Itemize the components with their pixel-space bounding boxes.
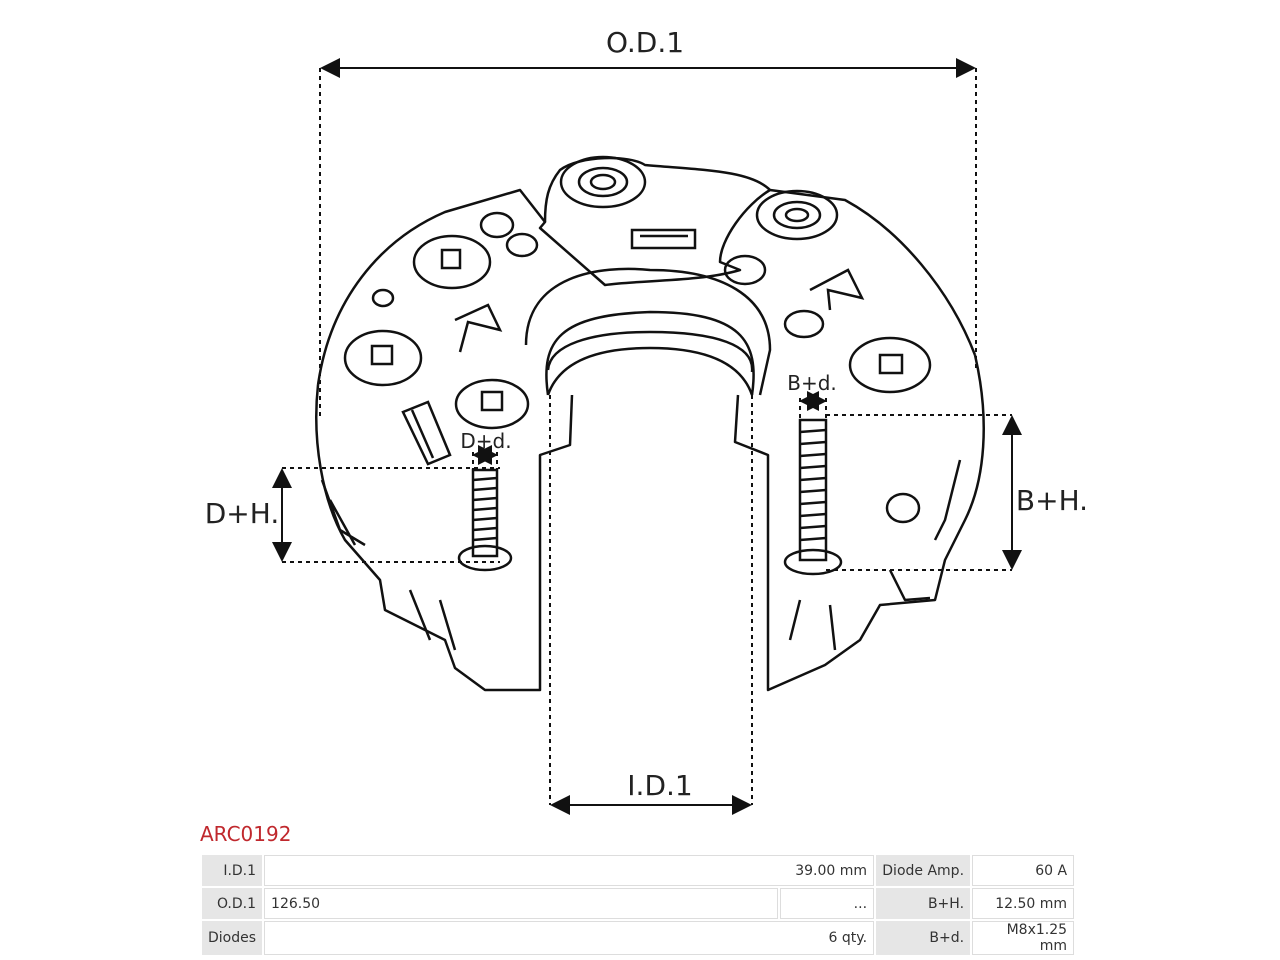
label-dh: D+H. <box>205 497 279 530</box>
spec-value: 60 A <box>972 855 1075 886</box>
label-bd: B+d. <box>787 371 837 395</box>
spec-label: I.D.1 <box>202 855 263 886</box>
spec-value: M8x1.25 mm <box>972 921 1075 955</box>
mounting-holes <box>371 211 921 524</box>
diode-symbols <box>401 268 865 466</box>
dimension-lines <box>282 68 1012 805</box>
terminal-top-left <box>559 155 647 209</box>
rectifier-body <box>315 156 985 692</box>
spec-label: Diodes <box>202 921 263 955</box>
spec-value: 39.00 mm <box>264 855 875 886</box>
spec-table: I.D.1 39.00 mm Diode Amp. 60 A O.D.1 126… <box>200 853 1076 957</box>
spec-value: 6 qty. <box>264 921 875 955</box>
part-code: ARC0192 <box>200 822 292 846</box>
dimension-arrows <box>272 58 1022 815</box>
spec-value: 12.50 mm <box>972 888 1075 919</box>
spec-label: Diode Amp. <box>876 855 971 886</box>
table-row: O.D.1 126.50 ... B+H. 12.50 mm <box>202 888 1075 919</box>
spec-more[interactable]: ... <box>780 888 875 919</box>
label-od1: O.D.1 <box>606 26 684 59</box>
label-bh: B+H. <box>1016 484 1088 517</box>
table-row: I.D.1 39.00 mm Diode Amp. 60 A <box>202 855 1075 886</box>
connector-block <box>630 228 697 250</box>
terminal-top-right <box>755 189 839 241</box>
spec-label: B+d. <box>876 921 971 955</box>
spec-value: 126.50 <box>264 888 779 919</box>
spec-label: B+H. <box>876 888 971 919</box>
rectifier-diagram: O.D.1 I.D.1 D+H. D+d. B+H. B+d. <box>205 26 1088 815</box>
label-id1: I.D.1 <box>627 769 692 802</box>
diode-group <box>343 234 932 430</box>
label-dd: D+d. <box>460 429 511 453</box>
stud-b-plus <box>783 418 843 576</box>
spec-label: O.D.1 <box>202 888 263 919</box>
stud-d-plus <box>457 468 513 572</box>
table-row: Diodes 6 qty. B+d. M8x1.25 mm <box>202 921 1075 955</box>
